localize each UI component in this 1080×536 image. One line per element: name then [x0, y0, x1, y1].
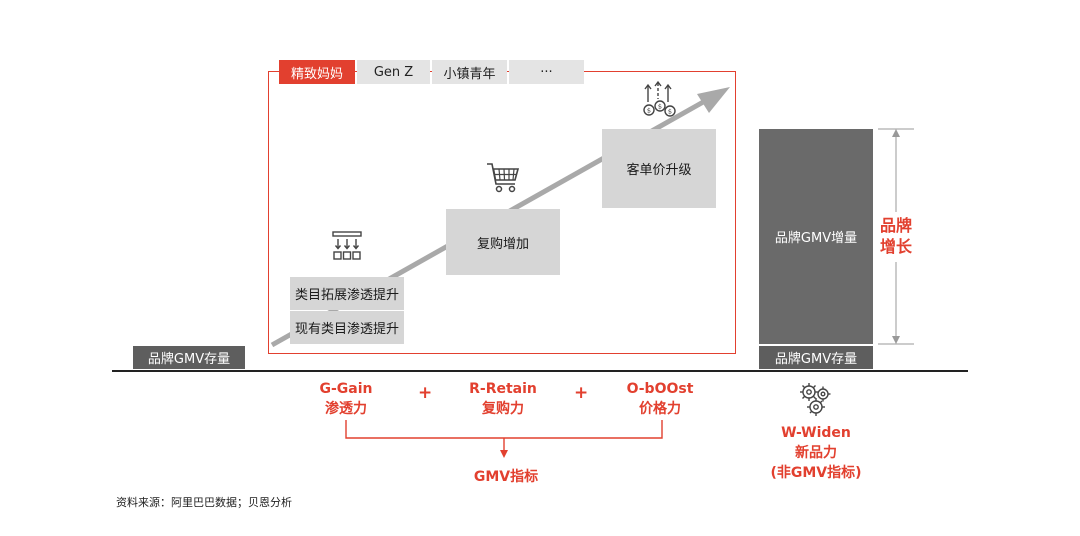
svg-text:$: $ [647, 107, 651, 115]
growth-bracket [878, 128, 914, 345]
g-gain-sub: 渗透力 [325, 401, 367, 417]
o-boost-label: O-bOOst 价格力 [614, 379, 706, 419]
gmv-bracket [345, 420, 663, 458]
tab-xiaozhen-qingnian[interactable]: 小镇青年 [432, 60, 507, 84]
w-widen-label: W-Widen 新品力 (非GMV指标) [752, 423, 880, 483]
gmv-increment-bar: 品牌GMV增量 [759, 129, 873, 344]
svg-text:$: $ [668, 108, 672, 116]
brand-growth-line2: 增长 [879, 237, 912, 256]
w-widen-title: W-Widen [781, 425, 851, 441]
shopping-cart-icon [487, 163, 520, 193]
gears-icon [800, 383, 831, 416]
brand-growth-line1: 品牌 [879, 216, 912, 235]
tab-jingzhi-mama[interactable]: 精致妈妈 [279, 60, 355, 84]
o-boost-title: O-bOOst [626, 381, 694, 397]
gmv-metric-label: GMV指标 [473, 469, 539, 485]
coins-up-icon: $ $ $ [643, 80, 676, 117]
r-retain-label: R-Retain 复购力 [457, 379, 549, 419]
existing-category-box: 现有类目渗透提升 [290, 311, 404, 344]
w-widen-note: (非GMV指标) [770, 465, 862, 481]
brand-growth-label: 品牌 增长 [872, 215, 920, 257]
tab-more[interactable]: ··· [509, 60, 584, 84]
category-expand-box: 类目拓展渗透提升 [290, 277, 404, 310]
source-note: 资料来源：阿里巴巴数据；贝恩分析 [116, 496, 292, 509]
r-retain-title: R-Retain [469, 381, 537, 397]
g-gain-label: G-Gain 渗透力 [300, 379, 392, 419]
tab-gen-z[interactable]: Gen Z [357, 60, 430, 84]
g-gain-title: G-Gain [319, 381, 373, 397]
repurchase-box: 复购增加 [446, 209, 560, 275]
aov-upgrade-box: 客单价升级 [602, 129, 716, 208]
w-widen-sub: 新品力 [795, 445, 837, 461]
right-gmv-stock-bar: 品牌GMV存量 [759, 346, 873, 369]
r-retain-sub: 复购力 [482, 401, 524, 417]
left-gmv-stock-bar: 品牌GMV存量 [133, 346, 245, 369]
baseline [112, 370, 968, 372]
category-grid-icon [332, 231, 362, 260]
svg-text:$: $ [658, 103, 662, 111]
plus-sign-1: + [418, 383, 433, 403]
plus-sign-2: + [574, 383, 589, 403]
o-boost-sub: 价格力 [639, 401, 681, 417]
